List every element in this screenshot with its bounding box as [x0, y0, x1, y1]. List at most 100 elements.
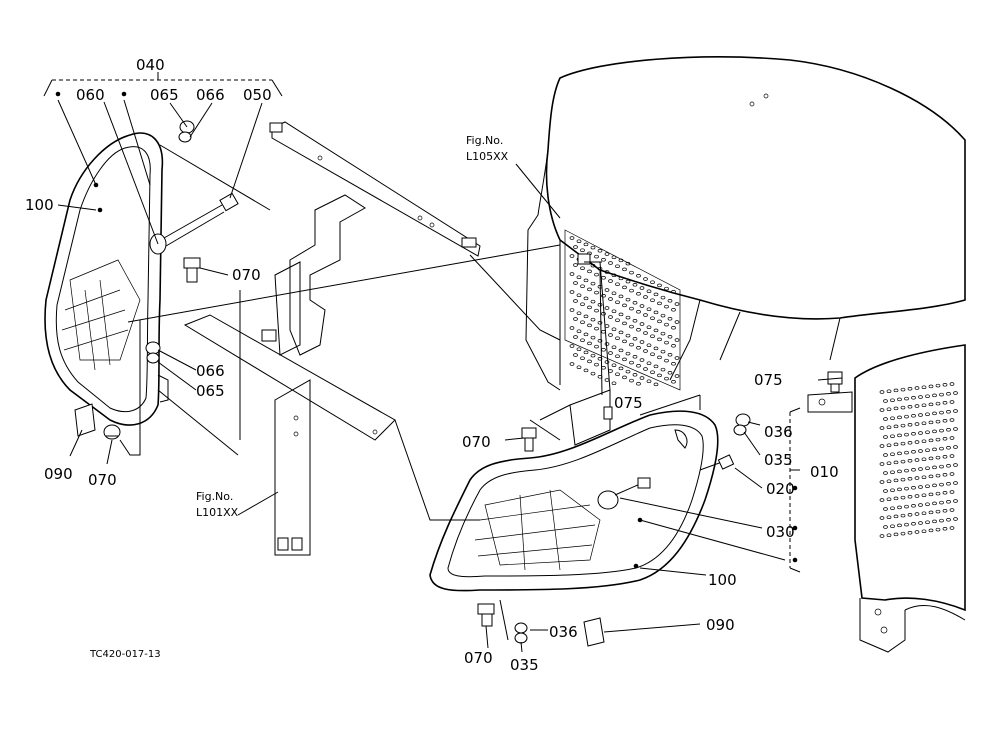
grille-hole — [921, 493, 927, 497]
grille-hole — [576, 311, 582, 315]
callout-100-left: 100 — [25, 196, 54, 214]
grille-hole — [907, 387, 913, 391]
grille-hole — [932, 483, 937, 488]
grille-hole — [632, 373, 638, 377]
grille-hole — [625, 261, 631, 266]
grille-hole — [949, 418, 955, 422]
grille-hole — [573, 263, 578, 267]
grille-hole — [942, 437, 948, 441]
grille-hole — [601, 276, 606, 280]
grille-hole — [664, 286, 669, 291]
grille-hole — [942, 491, 948, 495]
grille-hole — [897, 505, 902, 510]
grille-hole — [587, 269, 592, 274]
grille-hole — [653, 328, 659, 333]
grille-hole — [932, 501, 937, 506]
grille-hole — [615, 264, 620, 268]
callout-075-hood: 075 — [614, 394, 643, 412]
grille-hole — [897, 397, 902, 402]
grille-hole — [925, 412, 930, 416]
grille-hole — [925, 394, 930, 398]
nut-090-left — [74, 403, 96, 437]
grille-hole — [657, 283, 662, 288]
grille-hole — [886, 461, 892, 465]
grille-hole — [907, 531, 913, 535]
mount-bracket-right — [539, 389, 853, 446]
grille-hole — [636, 382, 641, 386]
grille-hole — [935, 527, 941, 532]
grille-hole — [597, 357, 603, 361]
grille-hole — [883, 399, 888, 403]
grille-hole — [590, 281, 596, 286]
grille-hole — [928, 474, 934, 479]
grille-hole — [629, 342, 634, 347]
grille-hole — [890, 470, 895, 474]
screw-070-upper-left — [183, 257, 201, 283]
grille-hole — [660, 313, 666, 318]
grille-hole — [904, 486, 909, 491]
grille-hole — [618, 258, 624, 263]
grille-hole — [674, 356, 680, 360]
grille-hole — [667, 371, 673, 375]
grille-hole — [583, 332, 589, 337]
grille-hole — [604, 288, 610, 292]
grille-hole — [604, 378, 610, 382]
grille-hole — [939, 446, 944, 451]
grille-hole — [653, 292, 659, 297]
clip-036-upper — [733, 413, 751, 436]
grille-hole — [650, 316, 655, 320]
grille-hole — [928, 420, 934, 425]
grille-hole — [932, 465, 937, 470]
grille-hole — [921, 403, 927, 407]
grille-hole — [667, 335, 673, 339]
grille-hole — [646, 307, 652, 311]
grille-hole — [664, 304, 669, 309]
callout-070-lower-left: 070 — [88, 471, 117, 489]
grille-hole — [946, 464, 951, 468]
grille-hole — [643, 295, 648, 299]
grille-hole — [904, 414, 909, 419]
grille-hole — [928, 492, 934, 497]
grille-hole — [636, 346, 641, 350]
grille-hole — [883, 471, 888, 475]
grille-hole — [674, 302, 680, 306]
grille-hole — [573, 245, 578, 249]
bulb-right — [597, 454, 735, 510]
grille-hole — [601, 258, 606, 262]
grille-hole — [911, 504, 916, 508]
grille-hole — [615, 282, 620, 286]
grille-hole — [900, 513, 906, 518]
callout-010: 010 — [810, 463, 839, 481]
grille-hole — [911, 396, 916, 400]
grille-hole — [946, 428, 951, 432]
grille-hole — [597, 375, 603, 379]
grille-hole — [918, 395, 923, 399]
grille-hole — [573, 335, 578, 339]
grille-hole — [618, 312, 624, 317]
grille-hole — [583, 350, 589, 355]
grille-hole — [625, 279, 631, 284]
screw-070-lower-left — [103, 424, 121, 440]
grille-hole — [629, 324, 634, 329]
grille-hole — [949, 436, 955, 440]
grille-hole — [890, 452, 895, 456]
grille-hole — [608, 351, 613, 355]
grille-hole — [949, 382, 955, 386]
grille-hole — [953, 517, 958, 521]
upper-stay — [269, 121, 481, 257]
grille-hole — [893, 478, 899, 483]
grille-hole — [580, 284, 585, 288]
grille-hole — [886, 497, 892, 501]
grille-hole — [667, 317, 673, 321]
grille-hole — [932, 447, 937, 452]
side-panel — [854, 344, 966, 653]
grille-hole — [590, 317, 596, 322]
headlight-left — [44, 132, 169, 426]
grille-hole — [921, 475, 927, 479]
grille-hole — [918, 449, 923, 453]
clip-066-lower — [145, 341, 161, 364]
grille-hole — [580, 248, 585, 252]
grille-hole — [900, 423, 906, 428]
grille-hole — [946, 482, 951, 486]
